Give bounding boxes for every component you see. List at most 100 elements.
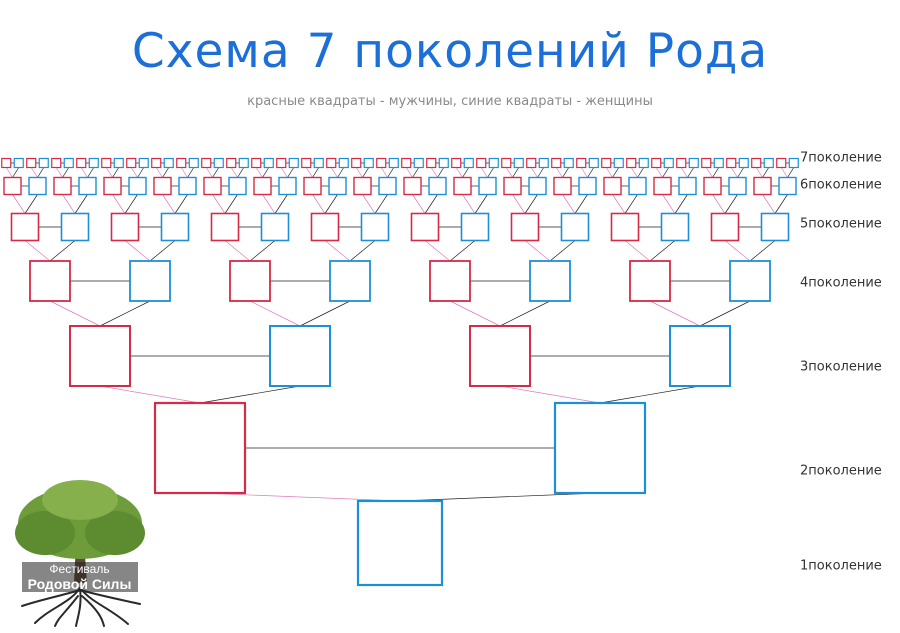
link-to-father-gen6 xyxy=(712,194,726,214)
female-square-gen7-95 xyxy=(588,157,599,169)
male-square-gen7-24 xyxy=(126,157,137,169)
male-square-gen7-37 xyxy=(201,157,212,169)
male-square-gen6-5 xyxy=(3,176,22,196)
link-to-father-gen6 xyxy=(62,194,76,214)
female-square-gen6-54 xyxy=(328,176,347,196)
male-square-gen6-12 xyxy=(53,176,72,196)
female-square-gen7-32 xyxy=(188,157,199,169)
generation-label-7: 7поколение xyxy=(800,150,882,166)
logo-text-line2: Родовой Силы xyxy=(27,576,132,592)
link-to-father-gen7 xyxy=(5,167,13,178)
link-to-father-gen6 xyxy=(412,194,426,214)
link-to-mother-gen5 xyxy=(649,240,676,262)
link-to-mother-gen7 xyxy=(737,167,745,178)
female-square-gen6-8 xyxy=(28,176,47,196)
link-to-mother-gen6 xyxy=(624,194,638,214)
male-square-gen4-66 xyxy=(429,260,471,302)
male-square-gen6-83 xyxy=(503,176,522,196)
link-to-mother-gen7 xyxy=(637,167,645,178)
link-to-father-gen5 xyxy=(124,240,151,262)
female-square-gen4-81 xyxy=(529,260,571,302)
female-square-gen6-23 xyxy=(128,176,147,196)
female-square-gen7-22 xyxy=(113,157,124,169)
male-square-gen6-68 xyxy=(403,176,422,196)
female-square-gen3-33 xyxy=(269,325,331,387)
link-to-father-gen7 xyxy=(605,167,613,178)
female-square-gen5-105 xyxy=(660,212,690,242)
link-to-father-gen7 xyxy=(480,167,488,178)
link-to-mother-gen5 xyxy=(549,240,576,262)
link-to-mother-gen7 xyxy=(337,167,345,178)
male-square-gen6-75 xyxy=(453,176,472,196)
link-to-mother-gen6 xyxy=(674,194,688,214)
link-to-mother-gen6 xyxy=(774,194,788,214)
female-square-gen7-77 xyxy=(463,157,474,169)
link-to-mother-gen7 xyxy=(537,167,545,178)
link-to-mother-gen3 xyxy=(199,385,301,404)
male-square-gen6-51 xyxy=(303,176,322,196)
link-to-mother-gen6 xyxy=(524,194,538,214)
link-to-father-gen3 xyxy=(499,385,601,404)
male-square-gen4-97 xyxy=(629,260,671,302)
male-square-gen5-113 xyxy=(710,212,740,242)
link-to-father-gen3 xyxy=(99,385,201,404)
link-to-father-gen4 xyxy=(249,300,301,327)
link-to-mother-gen6 xyxy=(274,194,288,214)
link-to-father-gen6 xyxy=(362,194,376,214)
link-to-father-gen6 xyxy=(762,194,776,214)
link-to-mother-gen6 xyxy=(424,194,438,214)
link-to-father-gen6 xyxy=(512,194,526,214)
link-to-mother-gen7 xyxy=(112,167,120,178)
female-square-gen6-78 xyxy=(478,176,497,196)
male-square-gen7-122 xyxy=(751,157,762,169)
female-square-gen7-101 xyxy=(613,157,624,169)
link-to-father-gen6 xyxy=(612,194,626,214)
link-to-father-gen6 xyxy=(562,194,576,214)
male-square-gen4-3 xyxy=(29,260,71,302)
link-to-mother-gen6 xyxy=(174,194,188,214)
female-square-gen5-120 xyxy=(760,212,790,242)
link-to-mother-gen5 xyxy=(449,240,476,262)
link-to-mother-gen5 xyxy=(349,240,376,262)
male-square-gen7-69 xyxy=(401,157,412,169)
link-to-father-gen5 xyxy=(524,240,551,262)
female-square-gen5-74 xyxy=(460,212,490,242)
link-to-father-gen7 xyxy=(55,167,63,178)
link-to-mother-gen6 xyxy=(574,194,588,214)
female-square-gen7-123 xyxy=(763,157,774,169)
male-square-gen7-52 xyxy=(301,157,312,169)
link-to-father-gen6 xyxy=(662,194,676,214)
male-square-gen7-84 xyxy=(501,157,512,169)
link-to-father-gen6 xyxy=(162,194,176,214)
female-square-gen7-119 xyxy=(738,157,749,169)
male-square-gen7-62 xyxy=(376,157,387,169)
link-to-mother-gen7 xyxy=(262,167,270,178)
link-to-mother-gen7 xyxy=(362,167,370,178)
legend-subtitle: красные квадраты - мужчины, синие квадра… xyxy=(247,94,653,109)
link-to-father-gen7 xyxy=(380,167,388,178)
logo-text-line1: Фестиваль xyxy=(49,562,110,576)
female-square-gen7-116 xyxy=(713,157,724,169)
male-square-gen7-47 xyxy=(276,157,287,169)
male-square-gen7-28 xyxy=(151,157,162,169)
link-to-mother-gen7 xyxy=(662,167,670,178)
link-to-mother-gen6 xyxy=(24,194,38,214)
female-square-gen4-18 xyxy=(129,260,171,302)
female-square-gen7-41 xyxy=(238,157,249,169)
female-square-gen6-61 xyxy=(378,176,397,196)
link-to-father-gen7 xyxy=(330,167,338,178)
link-to-mother-gen3 xyxy=(599,385,701,404)
link-to-mother-gen4 xyxy=(699,300,751,327)
link-to-father-gen7 xyxy=(555,167,563,178)
male-square-gen3-65 xyxy=(469,325,531,387)
female-square-gen7-14 xyxy=(63,157,74,169)
male-square-gen7-91 xyxy=(551,157,562,169)
link-to-father-gen7 xyxy=(705,167,713,178)
male-square-gen5-82 xyxy=(510,212,540,242)
female-square-gen7-48 xyxy=(288,157,299,169)
female-square-gen1-0 xyxy=(356,499,444,587)
female-square-gen6-124 xyxy=(778,176,797,196)
male-square-gen7-79 xyxy=(476,157,487,169)
female-square-gen6-93 xyxy=(578,176,597,196)
